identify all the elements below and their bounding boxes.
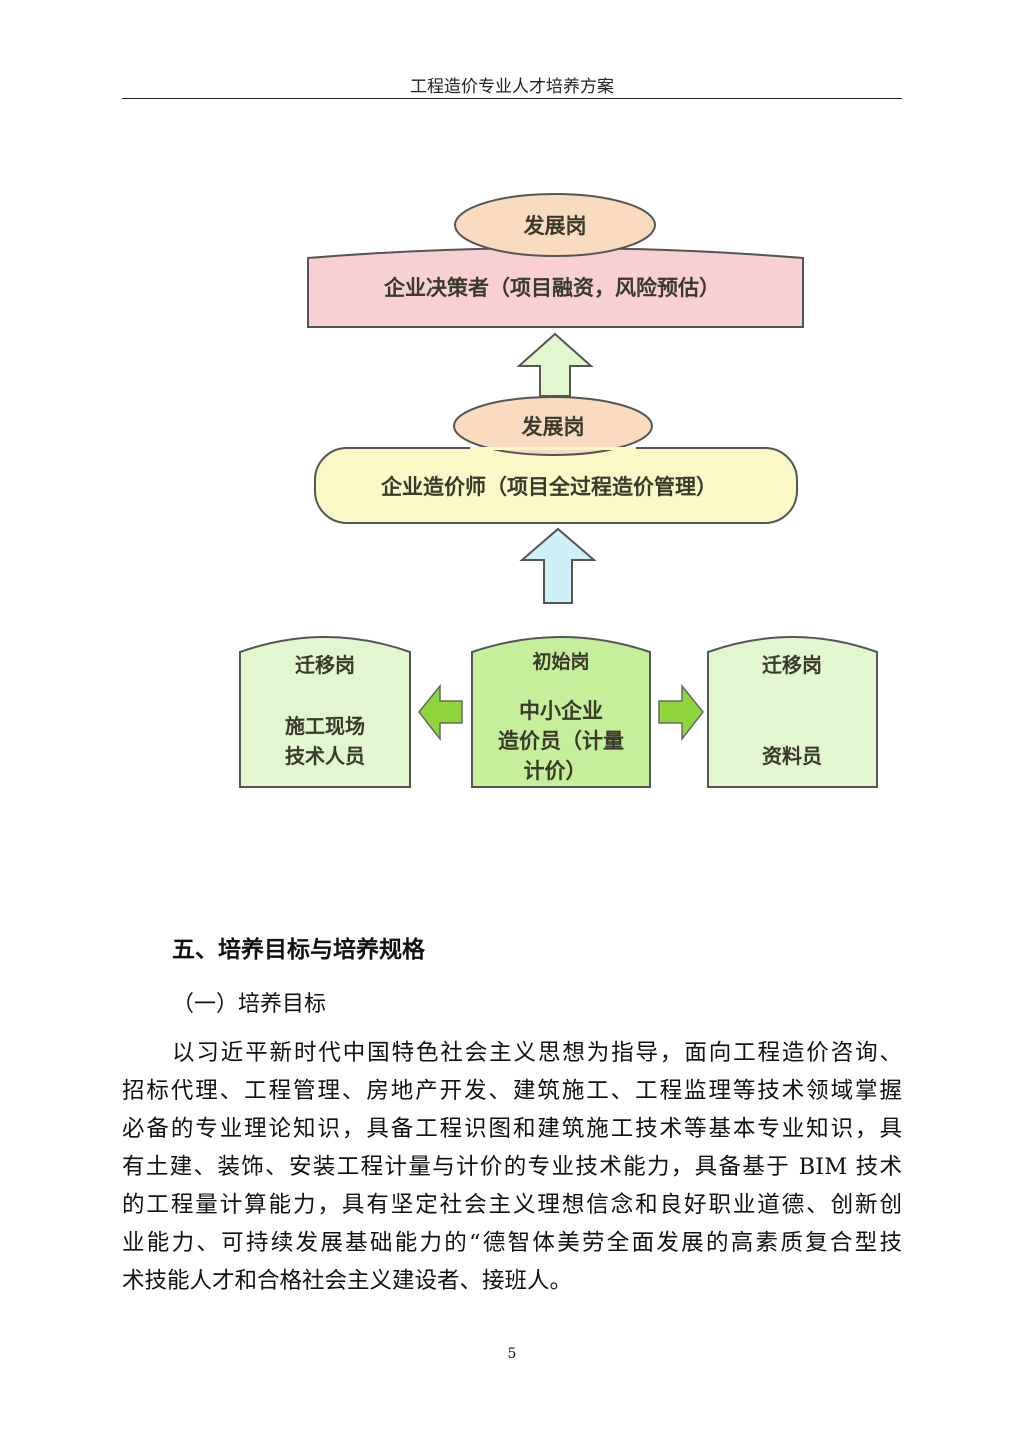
section-heading: 五、培养目标与培养规格 bbox=[172, 937, 425, 963]
middle-label: 企业造价师（项目全过程造价管理） bbox=[380, 475, 717, 499]
top-tag-ellipse bbox=[454, 193, 656, 257]
header-divider bbox=[122, 98, 902, 99]
bottom-left-line-1: 施工现场 bbox=[285, 714, 365, 738]
bottom-left-line-2: 技术人员 bbox=[285, 744, 365, 768]
bottom-right-line-1: 资料员 bbox=[762, 744, 822, 768]
up-arrow-green bbox=[516, 332, 594, 397]
bottom-center-box bbox=[471, 636, 651, 788]
middle-tag-ellipse bbox=[453, 396, 653, 456]
bottom-left-box bbox=[239, 636, 411, 788]
middle-tag: 发展岗 bbox=[521, 415, 585, 439]
page-number: 5 bbox=[507, 1346, 517, 1362]
bottom-center-line-2: 造价员（计量 bbox=[498, 729, 624, 753]
up-arrow-blue bbox=[519, 527, 597, 604]
career-path-diagram: 发展岗 企业决策者（项目融资，风险预估） 发展岗 企业造价师（项目全过程造价管理… bbox=[239, 193, 878, 788]
paragraph-line: 必备的专业理论知识，具备工程识图和建筑施工技术等基本专业知识，具 bbox=[122, 1116, 902, 1142]
right-arrow bbox=[658, 683, 704, 742]
bottom-center-line-1: 中小企业 bbox=[519, 699, 603, 723]
top-label: 企业决策者（项目融资，风险预估） bbox=[383, 276, 720, 300]
paragraph-line: 以习近平新时代中国特色社会主义思想为指导，面向工程造价咨询、 bbox=[172, 1040, 902, 1066]
objective-paragraph: 以习近平新时代中国特色社会主义思想为指导，面向工程造价咨询、 招标代理、工程管理… bbox=[122, 1034, 902, 1300]
subsection-heading: （一）培养目标 bbox=[172, 992, 327, 1017]
bottom-center-line-3: 计价） bbox=[524, 759, 587, 783]
bottom-center-tag: 初始岗 bbox=[532, 650, 589, 673]
top-tag: 发展岗 bbox=[523, 214, 587, 238]
bottom-right-box bbox=[707, 636, 878, 788]
paragraph-line: 的工程量计算能力，具有坚定社会主义理想信念和良好职业道德、创新创 bbox=[122, 1192, 902, 1218]
page-header-title: 工程造价专业人才培养方案 bbox=[410, 77, 614, 97]
bottom-left-tag: 迁移岗 bbox=[295, 653, 355, 677]
paragraph-line: 有土建、装饰、安装工程计量与计价的专业技术能力，具备基于 BIM 技术 bbox=[122, 1154, 902, 1180]
paragraph-line: 招标代理、工程管理、房地产开发、建筑施工、工程监理等技术领域掌握 bbox=[122, 1078, 902, 1104]
paragraph-line: 业能力、可持续发展基础能力的“德智体美劳全面发展的高素质复合型技 bbox=[122, 1230, 902, 1256]
bottom-right-tag: 迁移岗 bbox=[762, 653, 822, 677]
left-arrow bbox=[418, 683, 463, 742]
paragraph-line: 术技能人才和合格社会主义建设者、接班人。 bbox=[122, 1268, 573, 1294]
